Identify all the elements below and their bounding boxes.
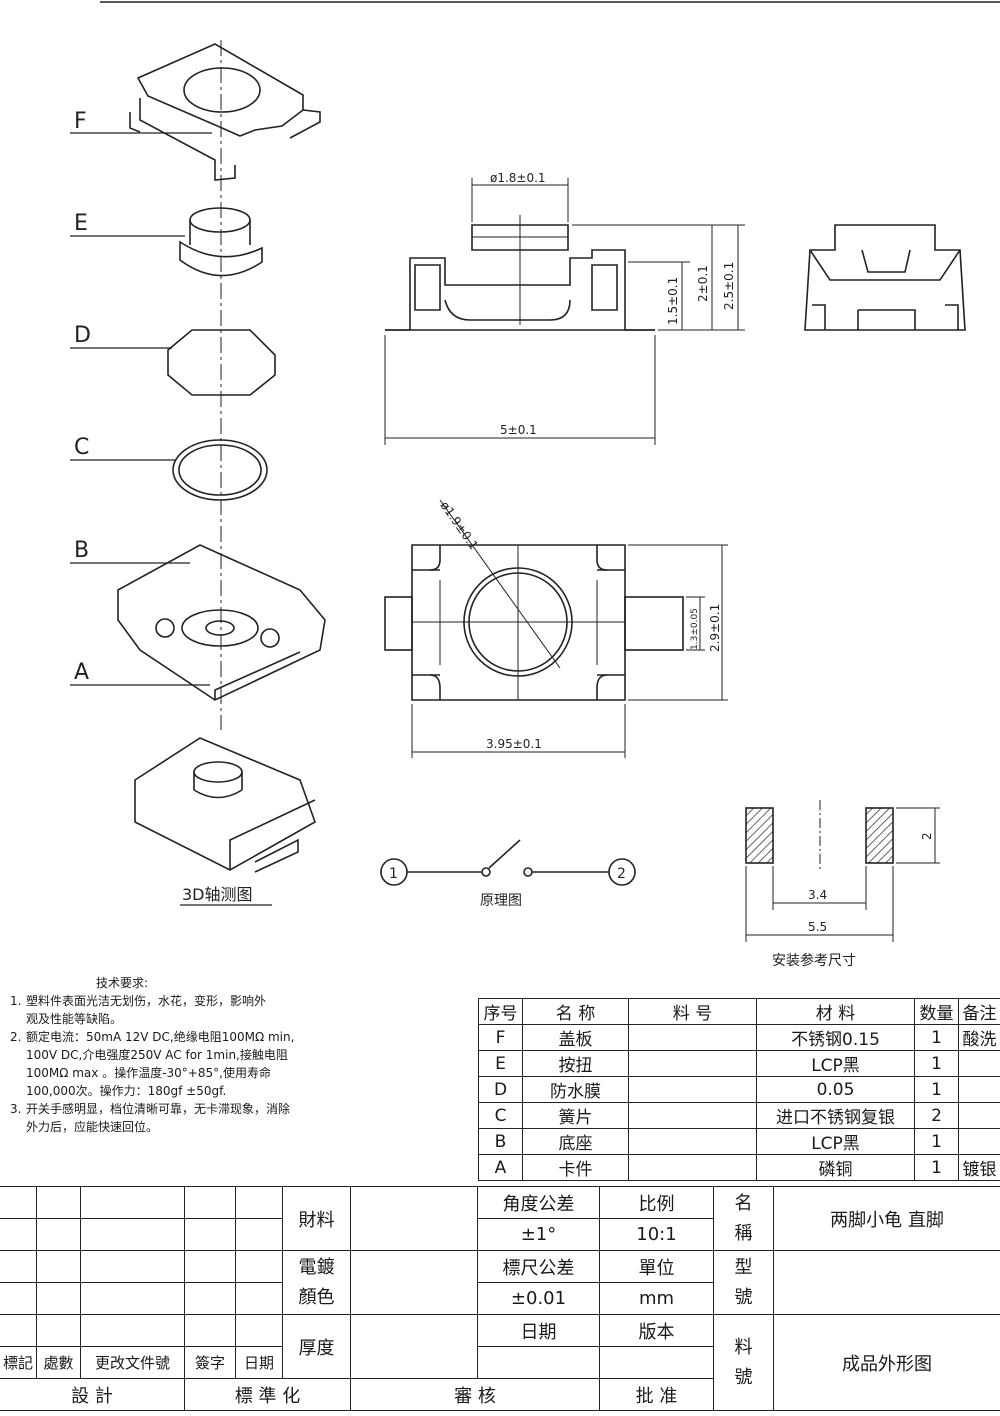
label-d: D	[74, 323, 91, 348]
angle-tol-label: 角度公差	[477, 1186, 600, 1219]
label-e: E	[74, 211, 88, 236]
caption-footprint: 安装参考尺寸	[772, 952, 856, 969]
dim-h1: 1.5±0.1	[666, 277, 680, 325]
title-block: 財料 角度公差 比例 名 稱 两脚小龟 直脚 ±1° 10:1 電鍍 顏色 標尺…	[0, 1186, 1000, 1411]
label-f: F	[74, 109, 87, 134]
dim-outer: 5.5	[808, 920, 827, 934]
footprint	[745, 800, 940, 942]
rev-date: 日期	[235, 1346, 283, 1379]
rev-mark: 標記	[0, 1346, 37, 1379]
part-e-button	[179, 207, 263, 277]
caption-3d: 3D轴测图	[182, 885, 253, 904]
tech-item: 1. 塑料件表面光洁无划伤，水花，变形，影响外 观及性能等缺陷。	[10, 994, 267, 1026]
bom-header: 序号 名 称 料 号 材 料 数量 备注	[478, 998, 1000, 1025]
dim-h2: 2±0.1	[696, 265, 710, 302]
tech-title: 技术要求:	[96, 976, 149, 990]
plan-view	[384, 499, 728, 758]
caption-schematic: 原理图	[480, 893, 522, 909]
plating-label: 電鍍 顏色	[282, 1250, 351, 1315]
name-label: 名 稱	[713, 1186, 774, 1251]
linear-tol-value: ±0.01	[477, 1282, 600, 1315]
thickness-label: 厚度	[282, 1314, 351, 1379]
front-view	[384, 178, 745, 445]
unit-label: 單位	[599, 1250, 714, 1283]
dim-length: 3.95±0.1	[486, 737, 542, 751]
signoff-review: 審 核	[350, 1378, 600, 1411]
part-d-membrane	[167, 329, 276, 396]
side-view	[804, 224, 966, 331]
assembled-3d-view	[134, 737, 316, 873]
tech-item: 2. 额定电流：50mA 12V DC,绝缘电阻100MΩ min, 100V …	[10, 1030, 295, 1098]
rev-count: 處數	[36, 1346, 81, 1379]
rev-sign: 簽字	[184, 1346, 236, 1379]
signoff-standard: 標 準 化	[184, 1378, 351, 1411]
dim-h3: 2.5±0.1	[722, 262, 736, 310]
label-a: A	[74, 660, 89, 685]
angle-tol-value: ±1°	[477, 1218, 600, 1251]
part-c-spring	[172, 439, 268, 501]
dim-height: 2.9±0.1	[708, 604, 722, 652]
scale-label: 比例	[599, 1186, 714, 1219]
part-f-cover	[129, 43, 321, 181]
rev-doc: 更改文件號	[80, 1346, 185, 1379]
tech-item: 3. 开关手感明显，档位清晰可靠，无卡滞现象，消除 外力后，应能快速回位。	[10, 1102, 291, 1134]
name-value: 两脚小龟 直脚	[773, 1186, 1000, 1251]
linear-tol-label: 標尺公差	[477, 1250, 600, 1283]
model-value	[773, 1250, 1000, 1315]
tech-requirements: 1. 塑料件表面光洁无划伤，水花，变形，影响外 观及性能等缺陷。 2. 额定电流…	[10, 992, 370, 1136]
dim-pad-h: 2	[920, 832, 934, 840]
date-label: 日期	[477, 1314, 600, 1347]
label-leaders	[70, 132, 212, 686]
dim-inner-h: 1.3±0.05	[690, 608, 700, 650]
model-label: 型 號	[713, 1250, 774, 1315]
version-label: 版本	[599, 1314, 714, 1347]
material-label: 財料	[282, 1186, 351, 1251]
part-b-base	[117, 544, 326, 701]
partno-label: 料 號	[713, 1314, 774, 1411]
dim-inner: 3.4	[808, 888, 827, 902]
dim-cap-dia: ø1.8±0.1	[490, 171, 546, 185]
label-c: C	[74, 435, 89, 460]
signoff-approve: 批 准	[599, 1378, 714, 1411]
partno-value: 成品外形图	[773, 1314, 1000, 1411]
schematic	[380, 839, 636, 886]
label-b: B	[74, 538, 89, 563]
scale-value: 10:1	[599, 1218, 714, 1251]
exploded-labels: F E D C B A	[74, 109, 91, 685]
pin-1: 1	[389, 866, 398, 882]
dim-width: 5±0.1	[500, 423, 537, 437]
unit-value: mm	[599, 1282, 714, 1315]
pin-2: 2	[617, 866, 626, 882]
signoff-design: 設 計	[0, 1378, 185, 1411]
